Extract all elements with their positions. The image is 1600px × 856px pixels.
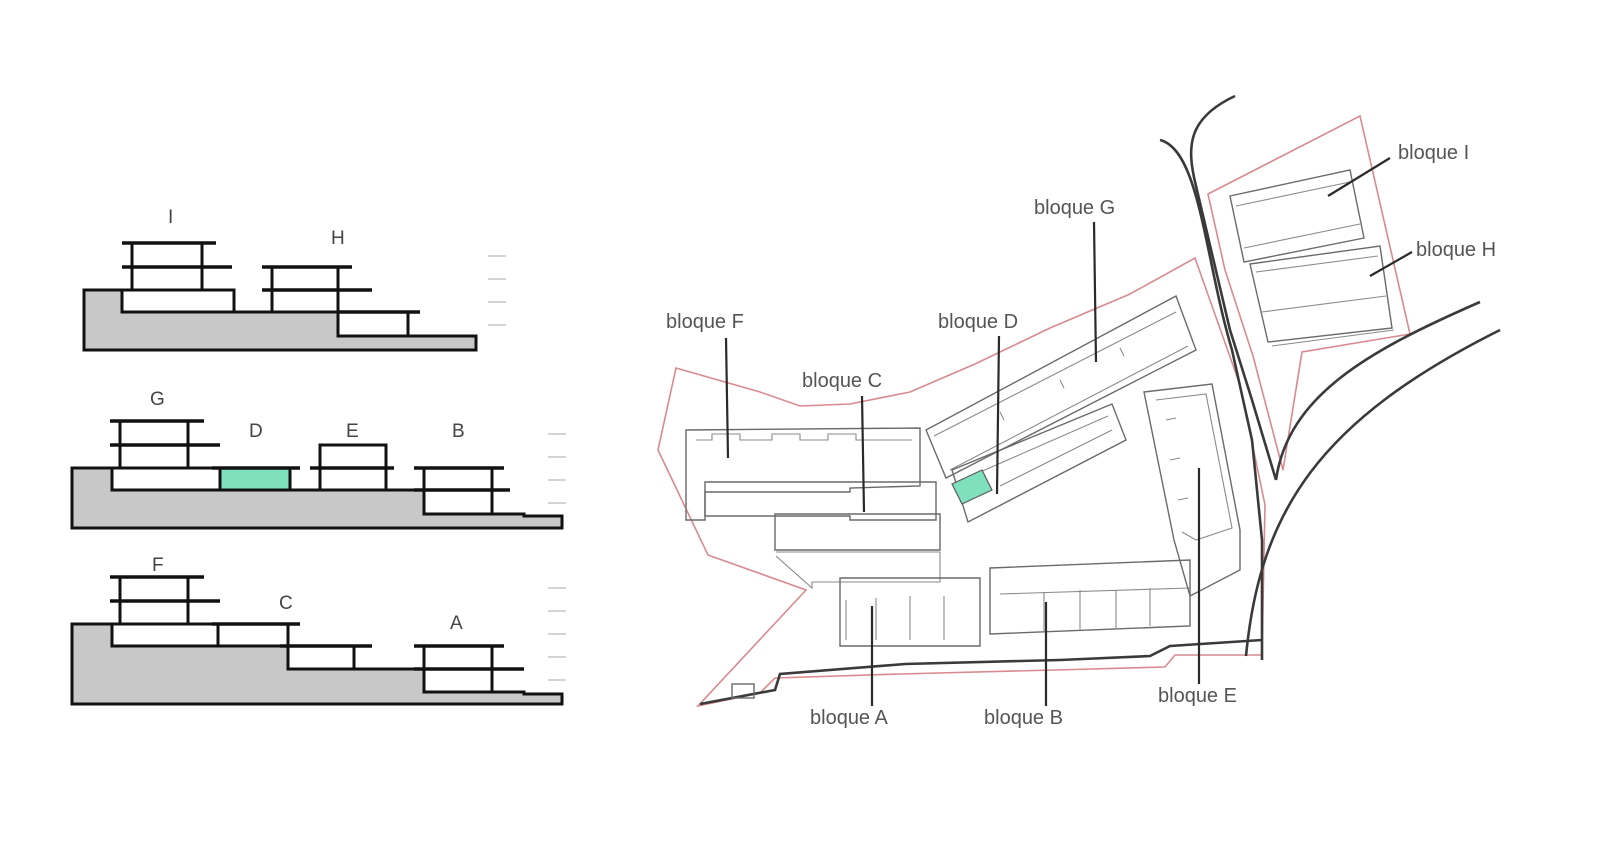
section-label-i: I xyxy=(168,207,173,228)
section-label-a: A xyxy=(450,613,463,634)
plan-block-c xyxy=(704,481,937,521)
plan-block-c3 xyxy=(775,551,941,590)
plan-label-bloque-b: bloque B xyxy=(984,707,1063,729)
section-label-g: G xyxy=(150,389,165,410)
plan-block-d xyxy=(951,403,1127,524)
block-g-upper xyxy=(118,419,190,447)
plan-label-bloque-a: bloque A xyxy=(810,707,889,729)
leader-line-i xyxy=(1327,157,1391,197)
block-h-lower xyxy=(336,310,410,338)
road-edge xyxy=(699,638,1263,706)
block-b-lower xyxy=(422,488,494,516)
plan-label-bloque-e: bloque E xyxy=(1158,685,1237,707)
road-edge xyxy=(1274,300,1481,481)
block-g-base xyxy=(110,466,222,492)
section-label-b: B xyxy=(452,421,465,442)
block-e-upper xyxy=(318,443,388,470)
section-label-h: H xyxy=(331,228,345,249)
block-a-lower xyxy=(422,667,494,694)
section-middle: G D E B xyxy=(70,389,566,530)
block-i-middle xyxy=(130,265,204,292)
plan-block-e xyxy=(1143,383,1241,598)
block-a-upper xyxy=(422,644,494,671)
block-h-upper xyxy=(270,265,340,292)
plan-block-d-highlight xyxy=(951,469,993,505)
section-top: I H xyxy=(82,207,506,352)
block-f-upper xyxy=(118,575,190,603)
plan-block-i xyxy=(1229,169,1365,263)
plan-block-b xyxy=(989,559,1191,635)
plan-label-bloque-g: bloque G xyxy=(1034,197,1115,219)
leader-line-f xyxy=(724,337,730,459)
plan-block-h xyxy=(1249,245,1393,343)
section-label-e: E xyxy=(346,421,359,442)
plan-block-g xyxy=(925,295,1197,479)
plan-label-bloque-f: bloque F xyxy=(666,311,744,333)
block-c-upper xyxy=(216,622,290,648)
plan-block-c2 xyxy=(774,513,941,551)
block-g-middle xyxy=(118,443,190,470)
plan-block-d-inner xyxy=(961,415,1113,487)
plan-block-h-inner xyxy=(1255,255,1395,347)
leader-line-g xyxy=(1092,221,1098,363)
block-h-middle xyxy=(270,288,340,314)
block-i-upper xyxy=(130,241,204,269)
road-edge xyxy=(1244,328,1501,657)
leader-line-h xyxy=(1369,251,1413,277)
plan-block-b-inner xyxy=(999,587,1191,632)
block-f-middle xyxy=(118,599,190,626)
block-d-highlight xyxy=(218,466,292,492)
site-boundary-north xyxy=(1207,114,1411,471)
plan-label-bloque-i: bloque I xyxy=(1398,142,1469,164)
block-f-base xyxy=(110,622,220,648)
plan-block-e-inner xyxy=(1155,393,1233,541)
plan-block-f xyxy=(685,427,921,521)
leader-line-d xyxy=(995,335,1001,495)
road-edge xyxy=(1159,138,1264,660)
plan-label-bloque-d: bloque D xyxy=(938,311,1018,333)
section-label-f: F xyxy=(152,555,164,576)
section-label-c: C xyxy=(279,593,293,614)
leader-line-c xyxy=(860,395,866,513)
plan-label-bloque-c: bloque C xyxy=(802,370,882,392)
plan-block-i-inner xyxy=(1235,181,1361,249)
section-label-d: D xyxy=(249,421,263,442)
site-plan: bloque F bloque C bloque D bloque G bloq… xyxy=(657,94,1501,729)
block-i-base xyxy=(120,288,236,314)
plan-block-a xyxy=(839,577,981,647)
plan-block-g-inner xyxy=(933,311,1189,471)
plan-label-bloque-h: bloque H xyxy=(1416,239,1496,261)
block-b-upper xyxy=(422,466,494,492)
section-bottom: F C A xyxy=(70,555,566,706)
plan-block-f-inner xyxy=(696,433,912,441)
plan-block-a-inner xyxy=(845,596,945,640)
road-edge xyxy=(1189,94,1278,481)
block-e-lower xyxy=(318,466,388,492)
plan-small-structure xyxy=(731,683,755,699)
block-c-lower xyxy=(286,644,356,671)
